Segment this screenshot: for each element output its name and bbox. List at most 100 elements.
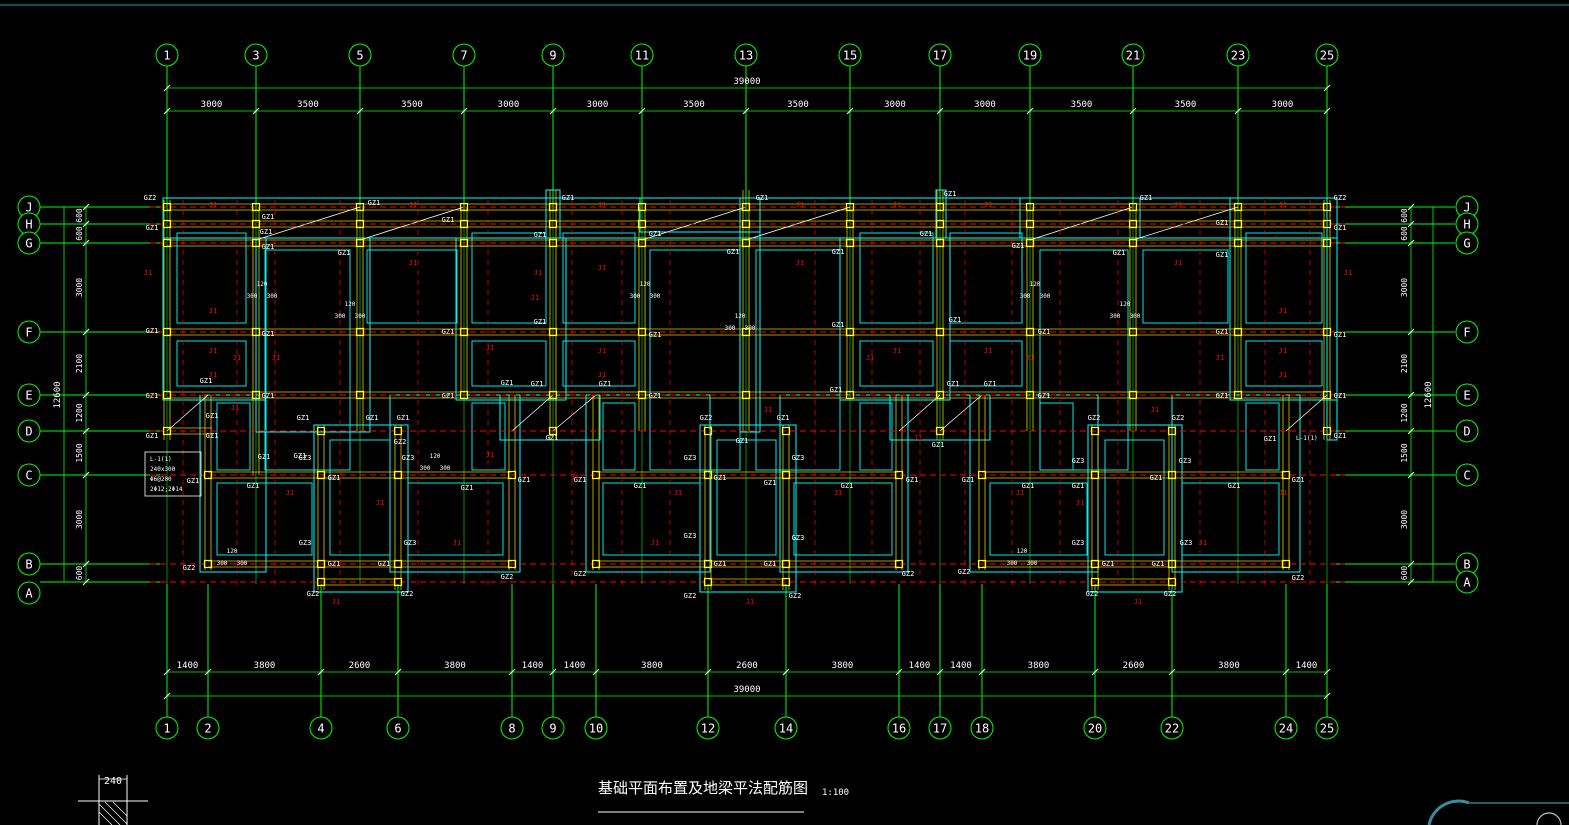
left-span-dim-tick-8: [82, 578, 90, 586]
top-axis-bubble-21-circle: [1121, 43, 1145, 67]
navigation-wheel-icon[interactable]: [1409, 795, 1569, 825]
footing-inner-29: [859, 402, 893, 471]
column-59: [1233, 390, 1243, 400]
right-span-dim-tick-1: [1407, 220, 1415, 228]
column-70: [203, 559, 213, 569]
bottom-axis-bubble-22-circle: [1160, 716, 1184, 740]
column-31: [741, 219, 751, 229]
j1-label-8: J1: [598, 347, 606, 355]
bottom-axis-bubble-9-text: 9: [549, 722, 556, 736]
small-dim-b-0: 300: [247, 293, 258, 300]
right-axis-bubble-A-text: A: [1463, 576, 1471, 590]
corner-diagonal-2: [552, 394, 597, 432]
top-span-dim-tick-11: [1234, 107, 1242, 115]
left-span-dim-text-2: 3000: [75, 278, 84, 297]
left-axis-bubble-J-text: J: [25, 201, 32, 215]
column-38: [845, 327, 855, 337]
bottom-span-dim-tick-14: [1282, 668, 1290, 676]
j1-label-2: J1: [209, 347, 217, 355]
column-46: [1025, 219, 1035, 229]
column-15: [459, 202, 469, 212]
column-89: [703, 426, 713, 436]
bottom-axis-bubble-2-circle: [196, 716, 220, 740]
left-span-dim-text-6: 3000: [75, 510, 84, 529]
gz2-label-8: GZ2: [789, 592, 802, 600]
left-span-dim-text-0: 600: [75, 208, 84, 223]
left-axis-bubble-H-text: H: [25, 218, 32, 232]
column-30: [741, 202, 751, 212]
bottom-span-dim-text-9: 1400: [909, 661, 931, 671]
top-span-dim-tick-1: [252, 107, 260, 115]
gz1-label-35: GZ1: [1113, 249, 1126, 257]
bottom-axis-bubble-8-text: 8: [508, 722, 515, 736]
column-47: [1025, 238, 1035, 248]
column-10: [355, 202, 365, 212]
column-13: [355, 327, 365, 337]
column-71: [507, 470, 517, 480]
top-axis-bubble-11-text: 11: [635, 49, 649, 63]
column-96: [781, 577, 791, 587]
bottom-axis-bubble-4-circle: [309, 716, 333, 740]
gz3-label-2: GZ3: [404, 539, 417, 547]
bottom-axis-bubble-18-text: 18: [975, 722, 989, 736]
right-span-dim-text-1: 600: [1400, 226, 1409, 241]
j1-label-6: J1: [598, 201, 606, 209]
gz1-label-47: GZ1: [328, 474, 341, 482]
j1-label-18: J1: [984, 347, 992, 355]
left-span-dim-text-1: 600: [75, 226, 84, 241]
top-axis-bubble-1-text: 1: [163, 49, 170, 63]
gz3-label-9: GZ3: [1072, 457, 1085, 465]
column-76: [894, 559, 904, 569]
annotation-labels: GZ1GZ1GZ1GZ1GZ1GZ1GZ1GZ1GZ1GZ1GZ1GZ1GZ1G…: [144, 190, 1353, 606]
top-span-dim-tick-3: [460, 107, 468, 115]
bottom-axis-bubble-24-circle: [1274, 716, 1298, 740]
footing-inner-32: [216, 402, 251, 471]
gz1-label-73: GZ1: [206, 412, 219, 420]
bottom-span-dim-text-10: 1400: [950, 661, 972, 671]
bottom-span-dim-tick-7: [704, 668, 712, 676]
footing-inner-23: [793, 482, 893, 556]
gz1-label-46: GZ1: [247, 482, 260, 490]
column-50: [1128, 202, 1138, 212]
stair-diagonal-0: [255, 206, 361, 241]
gz1-label-0: GZ1: [146, 224, 159, 232]
gz1-label-42: GZ1: [1334, 331, 1347, 339]
small-dim-b-1: 300: [335, 313, 346, 320]
j1-label-23: J1: [1279, 307, 1287, 315]
bottom-span-dim-text-0: 1400: [177, 661, 199, 671]
column-27: [637, 238, 647, 248]
gz1-label-63: GZ1: [1022, 482, 1035, 490]
column-25: [637, 202, 647, 212]
top-span-dim-tick-5: [638, 107, 646, 115]
bottom-span-dim-tick-0: [163, 668, 171, 676]
j1-label-21: J1: [1174, 259, 1182, 267]
note-line-1: L-1(1): [150, 456, 172, 463]
column-95: [781, 559, 791, 569]
gz1-label-70: GZ1: [1264, 435, 1277, 443]
small-dim-a-3: 120: [735, 313, 746, 320]
footing-inner-8: [649, 249, 741, 471]
top-axis-bubble-23-text: 23: [1231, 49, 1245, 63]
j1-label-16: J1: [893, 201, 901, 209]
gz1-label-4: GZ1: [262, 213, 275, 221]
j1-label-1: J1: [209, 307, 217, 315]
j1-label-24: J1: [1279, 347, 1287, 355]
note-line-3: Φ6@200: [150, 476, 172, 483]
gz1-label-33: GZ1: [1038, 328, 1051, 336]
column-100: [1090, 577, 1100, 587]
small-dim-a-5: 120: [1120, 301, 1131, 308]
bottom-axis-bubble-10-circle: [584, 716, 608, 740]
right-span-dim-text-5: 1500: [1400, 443, 1409, 462]
right-span-dim-text-4: 1200: [1400, 403, 1409, 422]
column-55: [1233, 202, 1243, 212]
bottom-span-dim-text-13: 3800: [1218, 661, 1240, 671]
left-span-dim-tick-3: [82, 328, 90, 336]
footing-inner-22: [716, 439, 777, 556]
top-span-dim-tick-9: [1026, 107, 1034, 115]
right-axis-bubble-D-circle: [1455, 419, 1479, 443]
small-dim-c-4: 300: [1040, 293, 1051, 300]
bottom-axis-bubble-2-text: 2: [204, 722, 211, 736]
column-101: [1167, 426, 1177, 436]
